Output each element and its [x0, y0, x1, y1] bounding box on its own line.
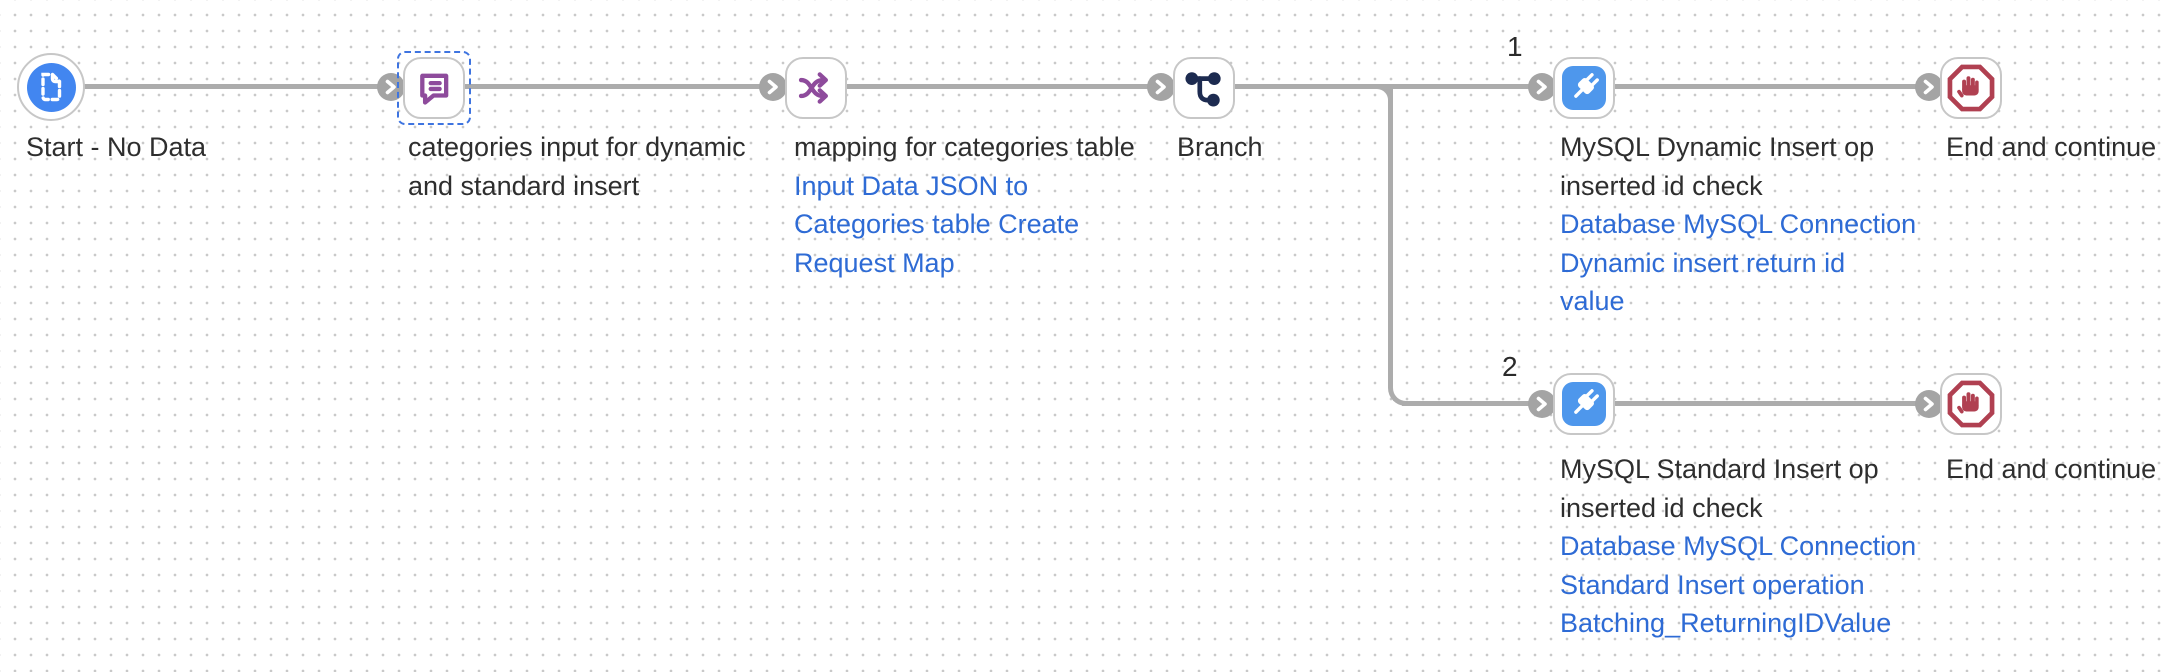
snap-tile — [1562, 382, 1606, 426]
node-start[interactable] — [17, 53, 85, 121]
mysql-dynamic-link-line[interactable]: value — [1560, 286, 1625, 316]
label-line: Start - No Data — [26, 132, 207, 162]
node-label-mysql-dynamic: MySQL Dynamic Insert op inserted id chec… — [1560, 128, 1916, 321]
branch-icon — [1185, 72, 1221, 107]
label-line: MySQL Standard Insert op — [1560, 454, 1879, 484]
node-label-mysql-standard: MySQL Standard Insert op inserted id che… — [1560, 450, 1916, 643]
label-line: inserted id check — [1560, 170, 1763, 201]
chevron-right-icon — [1923, 79, 1934, 95]
shuffle-icon — [798, 72, 828, 104]
stop-hand-icon — [1947, 64, 1995, 112]
stop-hand-icon — [1947, 380, 1995, 428]
connector-arrow-mysql-dynamic[interactable] — [1528, 73, 1556, 101]
connector-arrow-branch[interactable] — [1147, 73, 1175, 101]
branch-output-label-1: 1 — [1507, 31, 1523, 62]
chevron-right-icon — [1536, 396, 1547, 412]
connector-arrow-mysql-standard[interactable] — [1528, 390, 1556, 418]
chevron-right-icon — [385, 79, 396, 95]
mapper-link-line[interactable]: Request Map — [794, 247, 955, 278]
branch-line-down — [1388, 86, 1414, 406]
label-line: End and continue — [1946, 132, 2157, 162]
label-line: and standard insert — [408, 170, 640, 201]
comment-icon — [420, 73, 449, 105]
mysql-dynamic-link-line[interactable]: Database MySQL Connection — [1560, 209, 1917, 239]
document-icon — [41, 72, 62, 102]
node-mapper[interactable] — [785, 57, 847, 119]
mapper-link-line[interactable]: Categories table Create — [794, 209, 1080, 239]
node-end-first[interactable] — [1940, 57, 2002, 119]
label-line: Branch — [1177, 132, 1263, 162]
label-line: mapping for categories table — [794, 132, 1135, 162]
node-categories-note[interactable] — [403, 57, 465, 119]
mapper-link-line[interactable]: Input Data JSON to — [794, 170, 1029, 201]
connector-arrow-end-second[interactable] — [1915, 390, 1943, 418]
node-label-end-first: End and continue — [1946, 128, 2156, 167]
node-label-end-second: End and continue — [1946, 450, 2156, 489]
plug-icon — [1574, 389, 1599, 414]
chevron-right-icon — [1155, 79, 1166, 95]
mysql-standard-link-line[interactable]: Database MySQL Connection — [1560, 531, 1917, 561]
branch-output-label-2: 2 — [1502, 351, 1518, 382]
node-label-categories-note: categories input for dynamic and standar… — [408, 128, 746, 205]
node-label-mapper: mapping for categories table Input Data … — [794, 128, 1135, 282]
label-line: categories input for dynamic — [408, 132, 746, 162]
selection-outline — [397, 51, 471, 125]
chevron-right-icon — [767, 79, 778, 95]
chevron-right-icon — [1923, 396, 1934, 412]
connector-arrow-end-first[interactable] — [1915, 73, 1943, 101]
label-line: MySQL Dynamic Insert op — [1560, 132, 1875, 162]
snap-tile — [1562, 66, 1606, 110]
connector-arrow-mapper[interactable] — [759, 73, 787, 101]
label-line: End and continue — [1946, 454, 2157, 484]
node-end-second[interactable] — [1940, 373, 2002, 435]
chevron-right-icon — [1536, 79, 1547, 95]
label-line: inserted id check — [1560, 492, 1763, 523]
connector-arrow-categories-note[interactable] — [377, 73, 405, 101]
flow-line-row1 — [51, 84, 1946, 89]
mysql-standard-link-line[interactable]: Batching_ReturningIDValue — [1560, 608, 1892, 638]
start-circle — [26, 62, 76, 112]
plug-icon — [1574, 73, 1599, 98]
node-branch[interactable] — [1173, 57, 1235, 119]
mysql-standard-link-line[interactable]: Standard Insert operation — [1560, 569, 1865, 600]
mysql-dynamic-link-line[interactable]: Dynamic insert return id — [1560, 247, 1846, 278]
node-mysql-standard[interactable] — [1553, 373, 1615, 435]
node-mysql-dynamic[interactable] — [1553, 57, 1615, 119]
node-label-branch: Branch — [1177, 128, 1263, 167]
node-label-start: Start - No Data — [26, 128, 206, 167]
flow-line-row2 — [1402, 401, 1946, 406]
